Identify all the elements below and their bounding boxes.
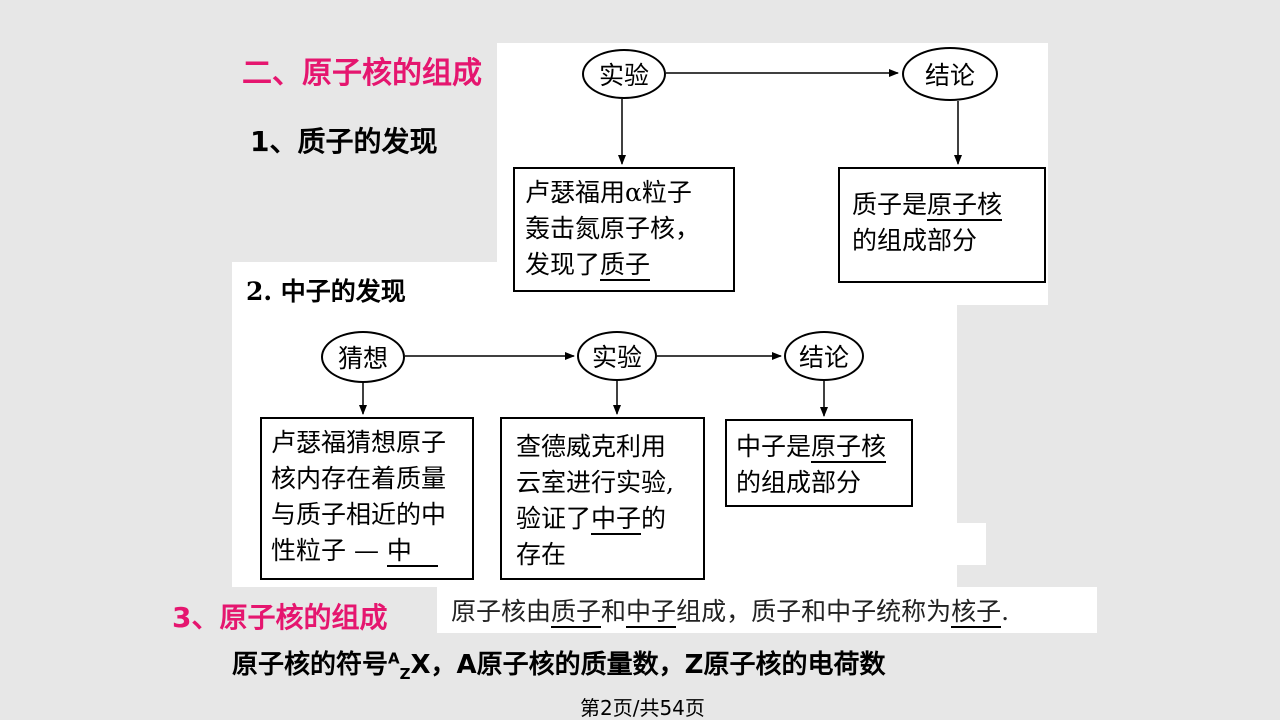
neutron-exp-line-2: 云室进行实验, [516,468,674,497]
answer-neutron-partial: 中 [386,536,438,567]
neutron-experiment-label: 实验 [591,343,642,372]
answer-nucleus-2: 原子核 [811,432,887,463]
neutron-experiment-box: 查德威克利用 云室进行实验, 验证了中子的 存在 [500,417,705,580]
neutron-exp-line-3: 验证了中子的 [516,504,667,535]
answer-nucleus: 原子核 [927,190,1003,221]
neutron-conclusion-label: 结论 [798,343,849,372]
neutron-concl-line-2: 的组成部分 [736,468,862,497]
proton-conclusion-box: 质子是原子核 的组成部分 [838,167,1046,283]
answer-nucleon: 核子 [951,597,1002,628]
nucleus-composition-sentence: 原子核由质子和中子组成，质子和中子统称为核子. [437,587,1097,633]
answer-proton-2: 质子 [551,597,602,628]
proton-concl-line-1: 质子是原子核 [852,190,1003,221]
proton-exp-line-2: 轰击氮原子核， [525,214,701,243]
neutron-guess-oval: 猜想 [321,331,405,383]
neutron-conclusion-oval: 结论 [784,331,864,381]
subsection-neutron-title: 2. 中子的发现 [246,277,406,306]
section3-title: 3、原子核的组成 [172,601,388,634]
proton-conclusion-oval: 结论 [902,47,998,101]
neutron-title-panel [232,262,498,306]
subsection-proton-title: 1、质子的发现 [250,125,438,158]
neutron-exp-line-4: 存在 [516,540,567,569]
answer-neutron: 中子 [591,504,642,535]
nucleus-symbol-line: 原子核的符号AZX，A原子核的质量数，Z原子核的电荷数 [232,649,886,684]
neutron-guess-line-3: 与质子相近的中 [271,500,447,529]
answer-neutron-2: 中子 [626,597,677,628]
neutron-guess-line-4: 性粒子 — 中 [271,533,472,569]
neutron-guess-line-2: 核内存在着质量 [271,464,447,493]
proton-experiment-label: 实验 [598,61,649,90]
neutron-conclusion-box: 中子是原子核 的组成部分 [725,419,913,507]
proton-exp-line-3: 发现了质子 [525,250,651,281]
neutron-guess-box: 卢瑟福猜想原子 核内存在着质量 与质子相近的中 性粒子 — 中 [260,417,474,580]
proton-concl-line-2: 的组成部分 [852,226,978,255]
neutron-guess-label: 猜想 [337,344,388,373]
page-indicator: 第2页/共54页 [580,696,705,720]
charge-number-sub: Z [399,665,411,684]
neutron-experiment-oval: 实验 [577,331,657,381]
neutron-concl-line-1: 中子是原子核 [736,432,887,463]
section-title: 二、原子核的组成 [242,56,482,91]
proton-exp-line-1: 卢瑟福用α粒子 [525,178,692,207]
proton-conclusion-label: 结论 [924,61,975,90]
neutron-guess-line-1: 卢瑟福猜想原子 [271,428,447,457]
answer-proton: 质子 [600,250,651,281]
proton-experiment-box: 卢瑟福用α粒子 轰击氮原子核， 发现了质子 [513,167,735,292]
mass-number-sup: A [388,649,400,668]
proton-experiment-oval: 实验 [582,49,666,99]
panel-notch [955,523,986,565]
neutron-exp-line-1: 查德威克利用 [516,432,667,461]
